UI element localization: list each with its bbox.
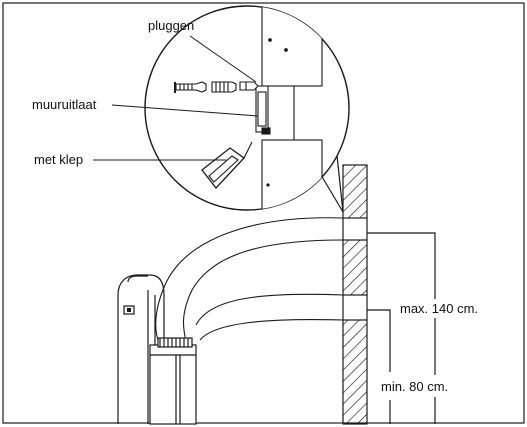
wall-section-top bbox=[342, 164, 368, 219]
plugs-leader bbox=[189, 35, 257, 83]
max-height-label: max. 140 cm. bbox=[400, 301, 478, 316]
dimension-lines bbox=[367, 232, 436, 424]
wall bbox=[342, 164, 368, 425]
min-height-label: min. 80 cm. bbox=[381, 379, 448, 394]
plugs-label: pluggen bbox=[148, 18, 194, 33]
wall-section-middle bbox=[342, 239, 368, 296]
leader-lines bbox=[93, 35, 259, 161]
wall-outlet-leader bbox=[111, 104, 259, 117]
zoom-detail bbox=[144, 5, 350, 211]
exhaust-hose bbox=[155, 217, 344, 346]
wall-outlet-label: muuruitlaat bbox=[32, 97, 97, 112]
wall-section-bottom bbox=[342, 319, 368, 425]
air-conditioner-unit bbox=[117, 274, 197, 425]
with-flap-label: met klep bbox=[34, 152, 83, 167]
